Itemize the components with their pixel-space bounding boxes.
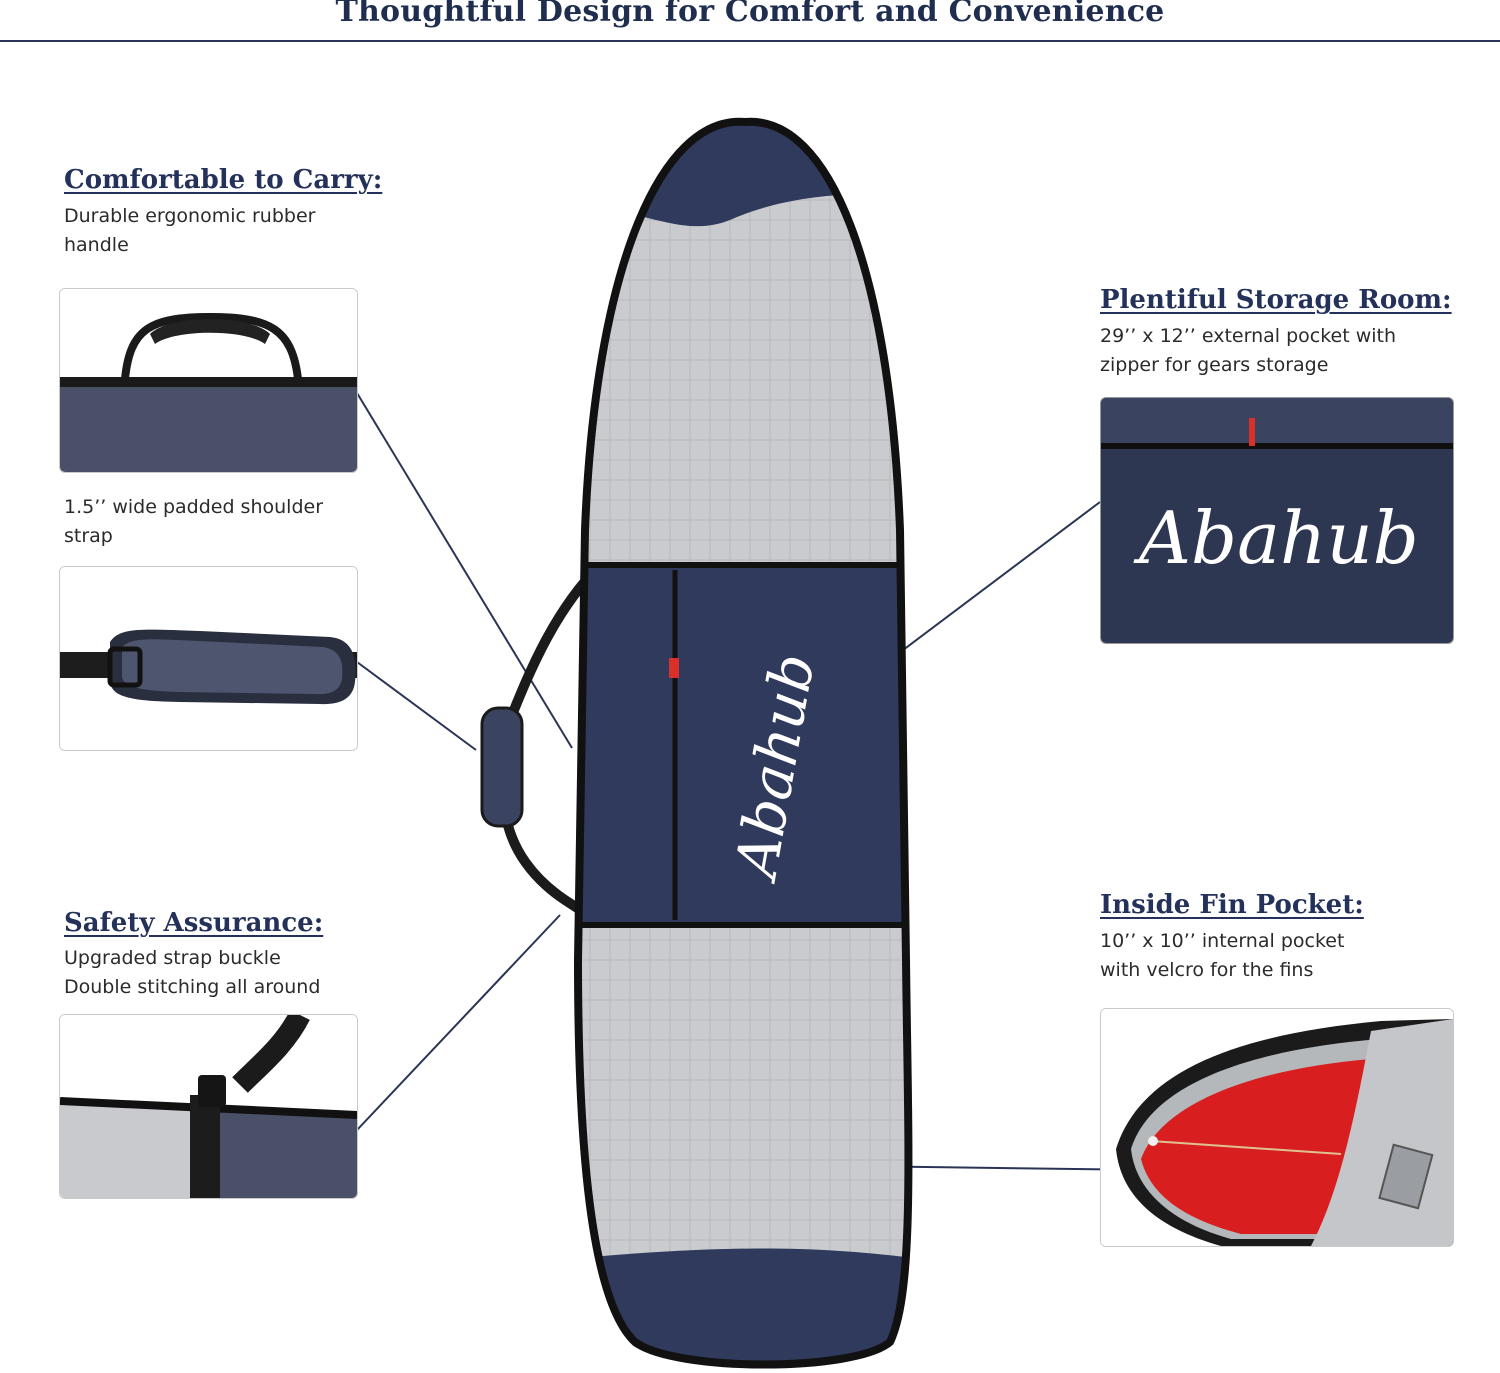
strap-desc-line1: 1.5’’ wide padded shoulder bbox=[64, 496, 324, 518]
carry-desc-line1: Durable ergonomic rubber bbox=[64, 205, 316, 227]
storage-title: Plentiful Storage Room: bbox=[1100, 285, 1452, 315]
fin-title: Inside Fin Pocket: bbox=[1100, 890, 1364, 920]
handle-photo bbox=[59, 288, 358, 473]
shoulder-pad-icon bbox=[480, 706, 524, 828]
fin-pocket-photo bbox=[1100, 1008, 1454, 1247]
strap-photo bbox=[59, 566, 358, 751]
shoulder-pad-icon bbox=[60, 567, 357, 750]
safety-title: Safety Assurance: bbox=[64, 908, 324, 938]
strap-desc-line2: strap bbox=[64, 525, 113, 547]
pocket-logo: Abahub bbox=[1133, 496, 1419, 580]
fin-desc-line1: 10’’ x 10’’ internal pocket bbox=[1100, 930, 1345, 952]
zipper-pull-icon bbox=[669, 658, 679, 678]
board-bag-image: Abahub bbox=[480, 117, 913, 1369]
storage-desc-line2: zipper for gears storage bbox=[1100, 354, 1329, 376]
buckle-photo bbox=[59, 1014, 358, 1199]
banner-title: Thoughtful Design for Comfort and Conven… bbox=[335, 0, 1165, 29]
strap-buckle-icon bbox=[60, 1015, 357, 1198]
handle-connector bbox=[356, 392, 573, 749]
buckle-connector bbox=[356, 914, 561, 1131]
rubber-handle-icon bbox=[60, 289, 357, 472]
carry-title: Comfortable to Carry: bbox=[64, 165, 383, 195]
pocket-photo: Abahub bbox=[1100, 397, 1454, 644]
strap-connector bbox=[356, 661, 477, 751]
safety-desc-line2: Double stitching all around bbox=[64, 976, 321, 998]
banner-divider bbox=[0, 40, 1500, 42]
storage-desc-line1: 29’’ x 12’’ external pocket with bbox=[1100, 325, 1397, 347]
zipper-pull-icon bbox=[1249, 418, 1255, 446]
safety-desc-line1: Upgraded strap buckle bbox=[64, 947, 281, 969]
carry-desc-line2: handle bbox=[64, 234, 129, 256]
fin-desc-line2: with velcro for the fins bbox=[1100, 959, 1314, 981]
